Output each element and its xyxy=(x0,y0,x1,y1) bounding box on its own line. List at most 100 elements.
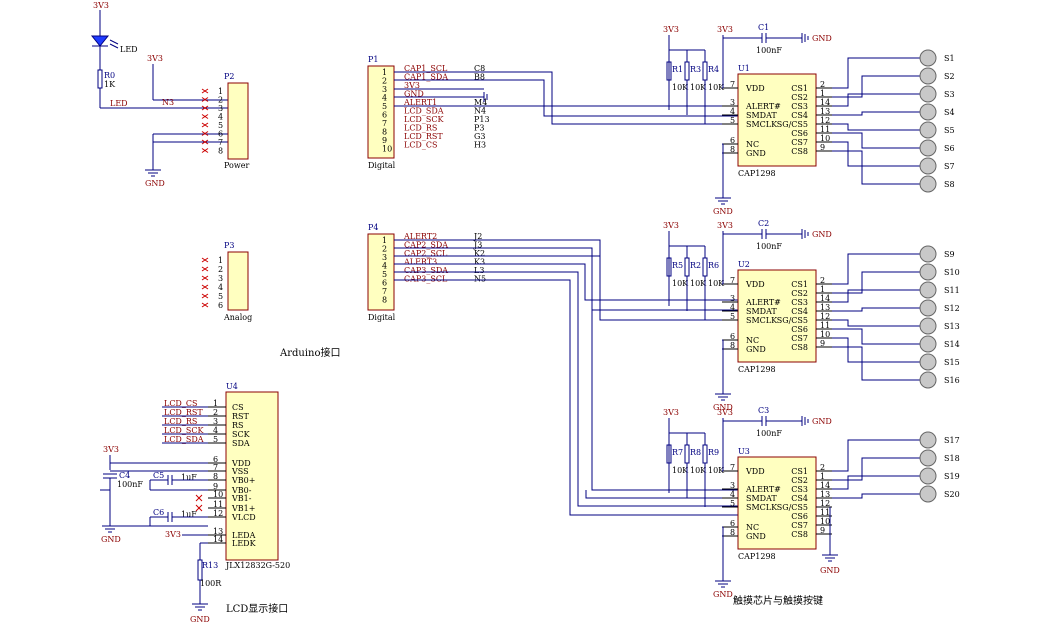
chip-pin-left: SMCLK xyxy=(746,503,778,512)
p2-gnd-label: GND xyxy=(145,179,165,188)
chip-pin-left: SMDAT xyxy=(746,307,777,316)
led-label: LED xyxy=(120,45,138,54)
touch-key-icon xyxy=(919,335,937,353)
lcd-pin-num: 2 xyxy=(213,408,218,417)
chip-pin-left: SMCLK xyxy=(746,120,778,129)
p4-net-label: CAP3_SCL xyxy=(404,275,448,284)
cap1298-0: U1CAP1298VDD7ALERT#3SMDAT4SMCLK5NC6GND8C… xyxy=(663,23,832,216)
touch-key-label: S16 xyxy=(944,376,960,385)
p2-net-n3: N3 xyxy=(162,98,174,107)
chip-pin-left: VDD xyxy=(745,84,765,93)
c4-ref: C4 xyxy=(119,471,130,480)
p3-noconnect-icon xyxy=(201,266,209,272)
lcd-pin-name: VDD xyxy=(231,459,251,468)
chip-pin-num: 12 xyxy=(820,116,830,125)
touch-key-icon xyxy=(919,317,937,335)
lcd-pin-name: CS xyxy=(232,403,244,412)
touch-key-label: S17 xyxy=(944,436,960,445)
p3-body xyxy=(227,251,249,311)
chip-pin-num: 2 xyxy=(820,463,825,472)
p1-net-label: CAP1_SCL xyxy=(404,64,448,73)
lcd-pin-name: LEDK xyxy=(232,539,257,548)
chip-pin-left: SMDAT xyxy=(746,494,777,503)
chip-pin-right: CS3 xyxy=(791,298,808,307)
touch-key-label: S1 xyxy=(944,54,955,63)
resistor-ref: R9 xyxy=(708,448,719,457)
chip-part: CAP1298 xyxy=(738,169,776,178)
chip-pin-left: SMCLK xyxy=(746,316,778,325)
touch-key-label: S10 xyxy=(944,268,960,277)
chip-pin-num: 11 xyxy=(820,321,830,330)
chip-body xyxy=(737,269,817,363)
chip-pin-num: 6 xyxy=(730,136,735,145)
p1-ref: P1 xyxy=(368,55,378,64)
lcd-pin-num: 9 xyxy=(213,482,218,491)
chip-pin-num: 5 xyxy=(730,499,735,508)
chip-vdd-3v3-label: 3V3 xyxy=(717,25,733,34)
p4-net-loc: J2 xyxy=(473,232,482,241)
p1-name: Digital xyxy=(368,161,396,170)
chip-pin-right: CS2 xyxy=(791,93,808,102)
p1-pin-num: 6 xyxy=(382,111,387,120)
chip-pin-left: VDD xyxy=(745,280,765,289)
lcd-pin-name: VB0+ xyxy=(231,476,255,485)
chip-pin-right: SG/CS5 xyxy=(777,316,808,325)
chip-part: CAP1298 xyxy=(738,365,776,374)
resistor-icon xyxy=(702,444,708,464)
key-wire xyxy=(832,253,920,285)
chip-pin-num: 8 xyxy=(730,341,735,350)
chip-pin-num: 13 xyxy=(820,490,830,499)
touch-key-label: S6 xyxy=(944,144,955,153)
touch-key-icon xyxy=(919,449,937,467)
p1-net-loc: G3 xyxy=(474,132,485,141)
resistor-value: 10K xyxy=(708,466,725,475)
chip-ref: U3 xyxy=(738,447,750,456)
touch-key-icon xyxy=(919,281,937,299)
chip-pin-num: 10 xyxy=(820,330,830,339)
resistor-ref: R4 xyxy=(708,65,719,74)
p1-net-loc: B8 xyxy=(474,73,485,82)
resistor-value: 10K xyxy=(672,83,689,92)
p4-pin-num: 8 xyxy=(382,296,387,305)
touch-key-icon xyxy=(919,245,937,263)
touch-chips: U1CAP1298VDD7ALERT#3SMDAT4SMCLK5NC6GND8C… xyxy=(663,23,840,599)
chip-pin-left: ALERT# xyxy=(745,485,781,494)
p1-pin-num: 9 xyxy=(382,136,387,145)
chip-pin-right: CS8 xyxy=(791,343,808,352)
p4-net-label: ALERT2 xyxy=(403,232,437,241)
resistor-icon xyxy=(702,257,708,277)
r0-value: 1K xyxy=(104,80,116,89)
p2-pin-num: 7 xyxy=(218,138,223,147)
p2-pin-num: 5 xyxy=(218,121,223,130)
lcd-pin-name: VLCD xyxy=(231,513,256,522)
resistor-value: 10K xyxy=(708,279,725,288)
p4-pin-num: 4 xyxy=(382,262,387,271)
key-wire xyxy=(832,493,920,499)
chip-pin-right: CS1 xyxy=(791,280,808,289)
p1-body xyxy=(367,65,395,159)
touch-keys: S1S2S3S4S5S6S7S8S9S10S11S12S13S14S15S16S… xyxy=(832,49,960,503)
resistor-value: 10K xyxy=(708,83,725,92)
p2-pin-num: 3 xyxy=(218,104,223,113)
p1-pin-num: 10 xyxy=(382,145,392,154)
p4-pin-num: 7 xyxy=(382,287,387,296)
chip-pin-right: CS6 xyxy=(791,129,808,138)
chip-pin-left: NC xyxy=(746,140,759,149)
chip-pin-num: 7 xyxy=(730,276,735,285)
c4-gnd-label: GND xyxy=(101,535,121,544)
chip-pin-num: 5 xyxy=(730,312,735,321)
p1-net-label: LCD_CS xyxy=(404,141,437,150)
chip-3v3-label: 3V3 xyxy=(663,221,679,230)
key-wire xyxy=(832,57,920,89)
p2-noconnect-icon xyxy=(201,122,209,128)
key-wire xyxy=(832,289,920,303)
key-wire xyxy=(832,328,920,345)
chip-pin-num: 9 xyxy=(820,339,825,348)
key-wire xyxy=(832,75,920,98)
chip-pin-num: 12 xyxy=(820,312,830,321)
chip-pin-num: 4 xyxy=(730,107,735,116)
p4-pin-num: 1 xyxy=(382,236,387,245)
p4-net-loc: J3 xyxy=(473,241,482,250)
